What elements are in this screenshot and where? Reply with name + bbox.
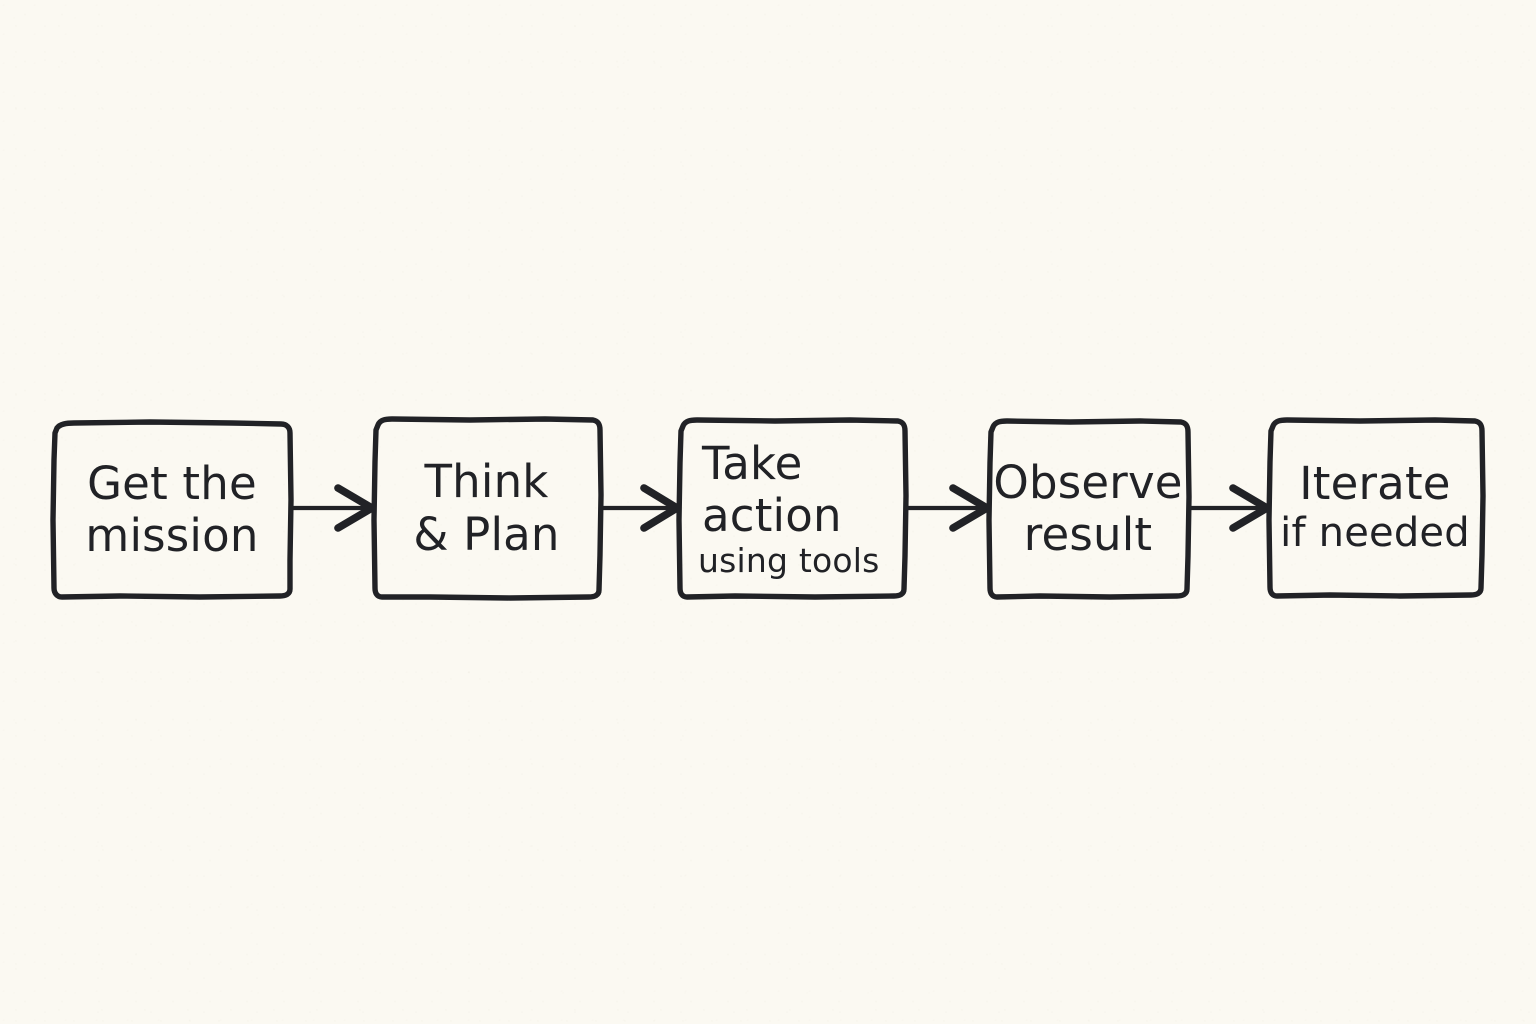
arrow-connector-1 — [289, 484, 376, 532]
node-label-take-action-using-tools: Take action using tools — [698, 424, 902, 594]
node-line: Observe — [993, 455, 1183, 509]
node-label-observe-result: Observe result — [988, 421, 1188, 597]
node-line: Get the — [87, 456, 257, 510]
arrow-connector-3 — [903, 484, 991, 532]
node-box-take-action-using-tools[interactable] — [676, 417, 909, 600]
node-line: & Plan — [413, 507, 560, 561]
node-line: mission — [85, 509, 259, 562]
arrow-connector-4 — [1186, 484, 1271, 532]
node-label-think-and-plan: Think & Plan — [373, 419, 600, 598]
node-line: result — [1023, 508, 1153, 561]
node-line: action — [702, 488, 842, 542]
node-box-think-and-plan[interactable] — [371, 416, 604, 601]
node-label-get-the-mission: Get the mission — [52, 422, 292, 598]
arrow-connector-2 — [598, 484, 681, 532]
node-label-iterate-if-needed: Iterate if needed — [1268, 420, 1482, 595]
node-subline: if needed — [1280, 510, 1470, 557]
node-box-observe-result[interactable] — [986, 418, 1192, 600]
node-box-iterate-if-needed[interactable] — [1266, 417, 1486, 599]
node-line: Iterate — [1299, 457, 1451, 511]
node-line: Take — [702, 436, 803, 490]
node-subline: using tools — [698, 541, 880, 581]
node-line: Think — [424, 455, 549, 509]
node-box-get-the-mission[interactable] — [50, 419, 294, 600]
